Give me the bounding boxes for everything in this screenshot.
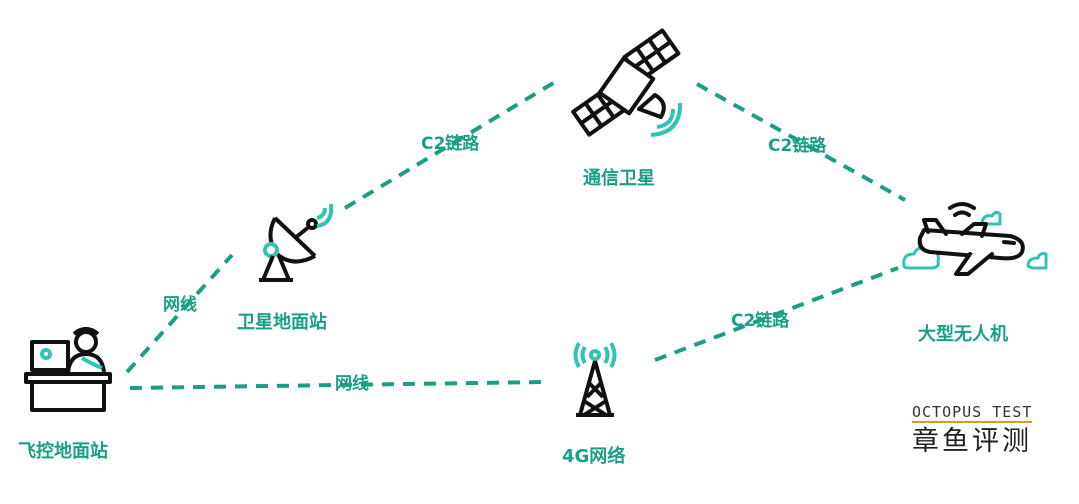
satellite-ground-station-label: 卫星地面站: [237, 312, 327, 333]
watermark-logo-text: OCTOPUS TEST: [912, 403, 1033, 423]
link-satellite-uav: [696, 82, 906, 202]
network-4g-label: 4G网络: [562, 446, 626, 467]
link-control-tower: [129, 380, 546, 390]
flight-control-station-label: 飞控地面站: [18, 441, 108, 462]
cell-tower-icon: [573, 341, 617, 417]
satellite-label: 通信卫星: [583, 168, 655, 189]
link-label-control-station: 网线: [163, 295, 197, 315]
link-label-satellite-uav: C2链路: [768, 136, 827, 156]
link-control-station: [125, 253, 234, 374]
watermark-logo-cn: 章鱼评测: [912, 426, 1032, 457]
link-tower-uav: [654, 266, 899, 362]
operator-console-icon: [24, 327, 112, 412]
link-label-tower-uav: C2链路: [731, 311, 790, 331]
airplane-icon: [902, 202, 1048, 276]
satellite-icon: [571, 28, 683, 137]
link-label-control-tower: 网线: [335, 374, 369, 394]
uav-label: 大型无人机: [918, 324, 1008, 345]
satellite-dish-icon: [259, 203, 334, 282]
link-label-station-satellite: C2链路: [421, 134, 480, 154]
